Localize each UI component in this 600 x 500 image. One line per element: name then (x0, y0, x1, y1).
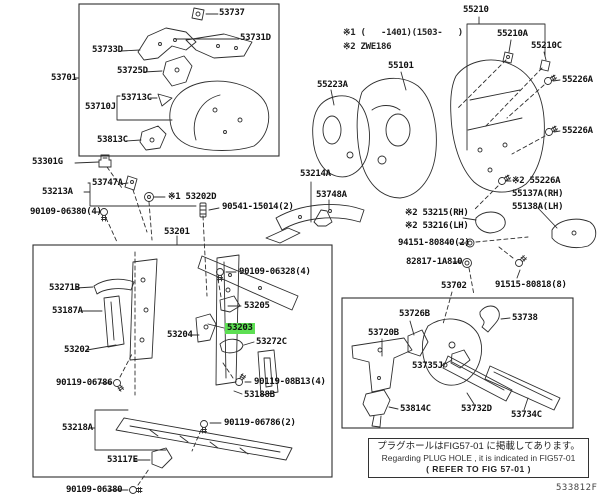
part-label: 53187A (52, 306, 83, 316)
part-label: 90119-06786(2) (224, 418, 296, 428)
part-label: 82817-1A810 (406, 257, 463, 267)
part-label: 90119-06786 (56, 378, 113, 388)
part-label: 55137A(RH) (512, 189, 564, 199)
part-label: 53725D (117, 66, 148, 76)
center-panels (275, 59, 597, 333)
part-label: 53218A (62, 423, 93, 433)
stud-icon (199, 202, 207, 218)
part-label: 90541-15014(2) (222, 202, 294, 212)
note-line-reference: ( REFER TO FIG 57-01 ) (426, 463, 531, 474)
part-label: 53188B (244, 390, 275, 400)
part-label: 53732D (461, 404, 492, 414)
note-line-japanese: プラグホールはFIG57-01 に掲載してあります。 (377, 441, 580, 453)
part-label: 55223A (317, 80, 348, 90)
part-label: 53748A (316, 190, 347, 200)
part-label: 53713C (121, 93, 152, 103)
part-label: 91515-80818(8) (495, 280, 567, 290)
part-label: 53734C (511, 410, 542, 420)
assembly-53701-parts (137, 7, 270, 151)
part-label: 55210 (463, 5, 489, 15)
part-label: 53738 (512, 313, 538, 323)
bolt-icon (543, 123, 560, 138)
part-label: 55226A (562, 75, 593, 85)
part-label: 55210A (497, 29, 528, 39)
plug-hole-note-box: プラグホールはFIG57-01 に掲載してあります。 Regarding PLU… (368, 438, 589, 478)
part-label: 90109-06380 (66, 485, 123, 495)
bolt-icon (216, 268, 224, 282)
bolt-icon (496, 172, 513, 187)
clip-icon (502, 51, 514, 64)
assembly-frames (32, 3, 574, 478)
variant-note-2: ※2 ZWE186 (343, 42, 392, 52)
part-label: 53735J (412, 361, 443, 371)
part-label: 53726B (399, 309, 430, 319)
leader-lines (74, 13, 561, 491)
part-label: 53214A (300, 169, 331, 179)
part-label: 90109-06380(4) (30, 207, 102, 217)
nut-icon (465, 238, 475, 248)
part-label: 53272C (256, 337, 287, 347)
part-label: 53731D (240, 33, 271, 43)
part-label: 90119-08B13(4) (254, 377, 326, 387)
part-label: 53301G (32, 157, 63, 167)
part-label-highlighted: 53203 (225, 323, 255, 334)
part-label: 53205 (244, 301, 270, 311)
part-label: 53737 (219, 8, 245, 18)
assembly-53201-parts (93, 227, 301, 469)
part-label: 53747A (92, 178, 123, 188)
part-label: 55101 (388, 61, 414, 71)
part-label: ※2 53216(LH) (405, 221, 469, 231)
dashed-lines (105, 59, 546, 486)
part-label: 55226A (562, 126, 593, 136)
part-label: 53204 (167, 330, 193, 340)
grommet-icon (98, 154, 112, 168)
part-label: 90109-06328(4) (239, 267, 311, 277)
grommet-icon (462, 258, 472, 268)
bolt-icon (129, 486, 143, 494)
washer-icon (144, 192, 154, 202)
part-label: 53701 (51, 73, 77, 83)
part-label: 53813C (97, 135, 128, 145)
part-label: 55138A(LH) (512, 202, 564, 212)
part-label: 53271B (49, 283, 80, 293)
part-label: ※2 53215(RH) (405, 208, 469, 218)
bolt-icon (111, 377, 126, 393)
part-label: 53202 (64, 345, 90, 355)
part-label: 53702 (441, 281, 467, 291)
bolt-icon (513, 253, 529, 269)
bolt-icon (542, 72, 559, 87)
part-label: 53201 (164, 227, 190, 237)
bolt-icon (200, 420, 208, 434)
part-label: 53117E (107, 455, 138, 465)
variant-note-1: ※1 ( -1401)(1503- ) (343, 28, 463, 38)
part-label: ※2 55226A (512, 176, 561, 186)
part-label: 53814C (400, 404, 431, 414)
part-label: 55210C (531, 41, 562, 51)
part-label: 94151-80840(2) (398, 238, 470, 248)
part-label: 53213A (42, 187, 73, 197)
note-line-english: Regarding PLUG HOLE , it is indicated in… (381, 453, 576, 464)
part-label: 53710J (85, 102, 116, 112)
part-label: 53720B (368, 328, 399, 338)
part-label: 53733D (92, 45, 123, 55)
clip-icon (124, 175, 138, 191)
clip-icon (539, 59, 551, 72)
part-label: ※1 53202D (168, 192, 217, 202)
figure-code: 533812F (556, 483, 598, 493)
fastener-icons (98, 51, 560, 494)
